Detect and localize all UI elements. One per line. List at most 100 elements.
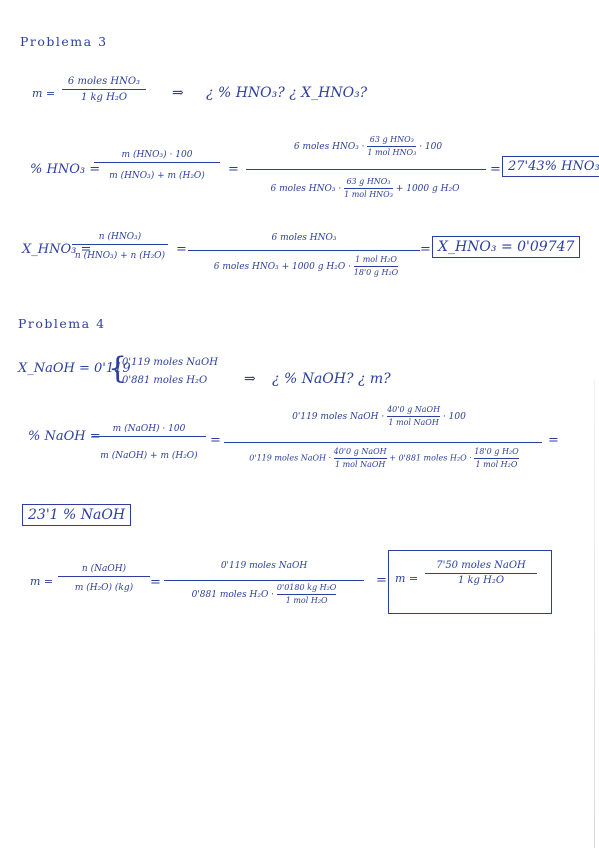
p3-pct2-num-frac: 63 g HNO₃ 1 mol HNO₃ — [367, 135, 417, 157]
fraction-bar — [387, 416, 441, 417]
p4-pct2-den-frac-den: 1 mol NaOH — [334, 460, 386, 469]
p3-molfraction-fraction: n (HNO₃) n (HNO₃) + n (H₂O) — [72, 232, 168, 261]
p3-percent-fraction: m (HNO₃) · 100 m (HNO₃) + m (H₂O) — [94, 150, 220, 181]
p4-equals-1: = — [210, 433, 221, 448]
fraction-bar — [92, 436, 206, 437]
problem-4-title: Problema 4 — [18, 316, 106, 331]
p3-question: ¿ % HNO₃? ¿ X_HNO₃? — [206, 85, 368, 101]
p3-pct2-num-frac-den: 1 mol HNO₃ — [367, 148, 417, 157]
p3-pct2-den-a: 6 moles HNO₃ · — [270, 184, 342, 194]
p4-m2-den-a: 0'881 moles H₂O · — [191, 590, 275, 600]
p3-pct2-num-frac-num: 63 g HNO₃ — [369, 135, 414, 144]
p4-molality-num: n (NaOH) — [81, 564, 127, 574]
fraction-bar — [72, 244, 168, 245]
p4-percent-fraction: m (NaOH) · 100 m (NaOH) + m (H₂O) — [92, 424, 206, 461]
p3-percent-num: m (HNO₃) · 100 — [121, 150, 193, 160]
fraction-bar — [474, 458, 519, 459]
p3-molfraction-lhs: X_HNO₃ = — [22, 242, 92, 257]
p4-molfraction-given: X_NaOH = 0'119 — [18, 361, 131, 376]
p4-pct2-den-b: + 0'881 moles H₂O · — [389, 453, 472, 463]
p3-x2-numerator: 6 moles HNO₃ — [271, 233, 337, 243]
p3-percent-result: 27'43% HNO₃ — [502, 156, 599, 177]
p3-implies-arrow: ⇒ — [172, 85, 184, 101]
fraction-bar — [333, 458, 387, 459]
p4-pct2-den-frac2-den: 1 mol H₂O — [475, 460, 518, 469]
p4-m2-main-bar — [164, 580, 364, 581]
fraction-bar — [367, 146, 417, 147]
p3-equals-2: = — [490, 162, 501, 177]
p4-pct2-main-bar — [224, 442, 542, 443]
p4-m2-den-frac-den: 1 mol H₂O — [285, 596, 328, 605]
p4-percent-result: 23'1 % NaOH — [22, 504, 132, 526]
p3-equals-1: = — [228, 162, 239, 177]
p3-equals-3: = — [176, 242, 187, 257]
p4-pct2-den-frac2: 18'0 g H₂O 1 mol H₂O — [474, 447, 519, 469]
p4-equals-4: = — [376, 573, 387, 588]
fraction-bar — [94, 162, 220, 163]
p3-molfraction-num: n (HNO₃) — [98, 232, 142, 242]
p3-molality-lhs: m = — [32, 87, 56, 100]
p3-pct2-den-frac-den: 1 mol HNO₃ — [344, 190, 393, 199]
p3-pct2-den-b: + 1000 g H₂O — [395, 184, 460, 194]
p3-pct2-denominator: 6 moles HNO₃ · 63 g HNO₃ 1 mol HNO₃ + 10… — [240, 178, 490, 199]
problem-3-title: Problema 3 — [20, 34, 108, 49]
p4-molality-fraction: n (NaOH) m (H₂O) (kg) — [58, 564, 150, 593]
p3-pct2-num-b: · 100 — [419, 142, 443, 152]
fraction-bar — [62, 89, 146, 90]
p4-pct2-num-frac-num: 40'0 g NaOH — [387, 405, 441, 414]
p4-equals-3: = — [150, 575, 161, 590]
p4-pct2-num-frac-den: 1 mol NaOH — [388, 418, 439, 427]
p4-pct2-den-frac-num: 40'0 g NaOH — [333, 447, 387, 456]
p4-given-line-2: 0'881 moles H₂O — [122, 375, 208, 386]
p3-equals-4: = — [420, 242, 431, 257]
p3-x2-main-bar — [188, 250, 420, 251]
p4-molality-result-den: 1 kg H₂O — [457, 575, 505, 586]
p4-m2-den-frac-num: 0'0180 kg H₂O — [276, 583, 337, 592]
p3-x2-denominator: 6 moles HNO₃ + 1000 g H₂O · 1 mol H₂O 18… — [186, 256, 426, 277]
p4-percent-num: m (NaOH) · 100 — [112, 424, 186, 434]
p4-m2-numerator: 0'119 moles NaOH — [220, 561, 308, 571]
p4-molality-den: m (H₂O) (kg) — [74, 583, 134, 593]
p4-percent-lhs: % NaOH = — [28, 429, 101, 444]
fraction-bar — [344, 188, 393, 189]
p4-molality-lhs: m = — [30, 575, 54, 588]
p4-m2-den-frac: 0'0180 kg H₂O 1 mol H₂O — [276, 583, 337, 605]
p3-x2-den-a: 6 moles HNO₃ + 1000 g H₂O · — [213, 262, 351, 272]
fraction-bar — [276, 594, 337, 595]
p3-molality-num: 6 moles HNO₃ — [67, 76, 141, 87]
p3-pct2-num-a: 6 moles HNO₃ · — [293, 142, 365, 152]
p4-percent-den: m (NaOH) + m (H₂O) — [100, 451, 198, 461]
p4-pct2-den-frac2-num: 18'0 g H₂O — [474, 447, 519, 456]
p4-molality-result-frac: 7'50 moles NaOH 1 kg H₂O — [425, 561, 537, 586]
p4-pct2-den-frac: 40'0 g NaOH 1 mol NaOH — [333, 447, 387, 469]
fraction-bar — [425, 573, 537, 574]
p4-molality-result: m = 7'50 moles NaOH 1 kg H₂O — [388, 550, 552, 614]
p4-question: ¿ % NaOH? ¿ m? — [272, 371, 391, 387]
p4-equals-2: = — [548, 433, 559, 448]
p4-m2-denominator: 0'881 moles H₂O · 0'0180 kg H₂O 1 mol H₂… — [160, 584, 368, 605]
p4-pct2-denominator: 0'119 moles NaOH · 40'0 g NaOH 1 mol NaO… — [222, 448, 546, 469]
page-edge-shadow — [594, 380, 595, 848]
p4-pct2-numerator: 0'119 moles NaOH · 40'0 g NaOH 1 mol NaO… — [224, 406, 534, 427]
p3-pct2-numerator: 6 moles HNO₃ · 63 g HNO₃ 1 mol HNO₃ · 10… — [250, 136, 486, 157]
fraction-bar — [58, 576, 150, 577]
p3-percent-lhs: % HNO₃ = — [30, 162, 101, 177]
p3-pct2-main-bar — [246, 169, 486, 170]
p3-percent-den: m (HNO₃) + m (H₂O) — [109, 171, 205, 181]
p4-molality-result-lhs: m = — [395, 572, 419, 585]
p3-x2-den-frac: 1 mol H₂O 18'0 g H₂O — [353, 255, 399, 277]
fraction-bar — [353, 266, 399, 267]
p4-pct2-num-b: · 100 — [442, 412, 466, 422]
p3-molality-fraction: 6 moles HNO₃ 1 kg H₂O — [62, 76, 146, 103]
p3-pct2-den-frac: 63 g HNO₃ 1 mol HNO₃ — [344, 178, 393, 199]
p3-x2-den-frac-den: 18'0 g H₂O — [353, 268, 399, 277]
p3-x2-den-frac-num: 1 mol H₂O — [355, 255, 397, 264]
p4-pct2-den-a: 0'119 moles NaOH · — [249, 453, 332, 463]
p3-pct2-den-frac-num: 63 g HNO₃ — [346, 177, 391, 186]
p3-molfraction-result: X_HNO₃ = 0'09747 — [432, 236, 581, 258]
p4-pct2-num-frac: 40'0 g NaOH 1 mol NaOH — [387, 405, 441, 427]
p4-pct2-num-a: 0'119 moles NaOH · — [292, 412, 385, 422]
brace-symbol: { — [108, 351, 128, 386]
p3-molfraction-den: n (HNO₃) + n (H₂O) — [74, 251, 166, 261]
p3-molality-den: 1 kg H₂O — [80, 92, 128, 103]
